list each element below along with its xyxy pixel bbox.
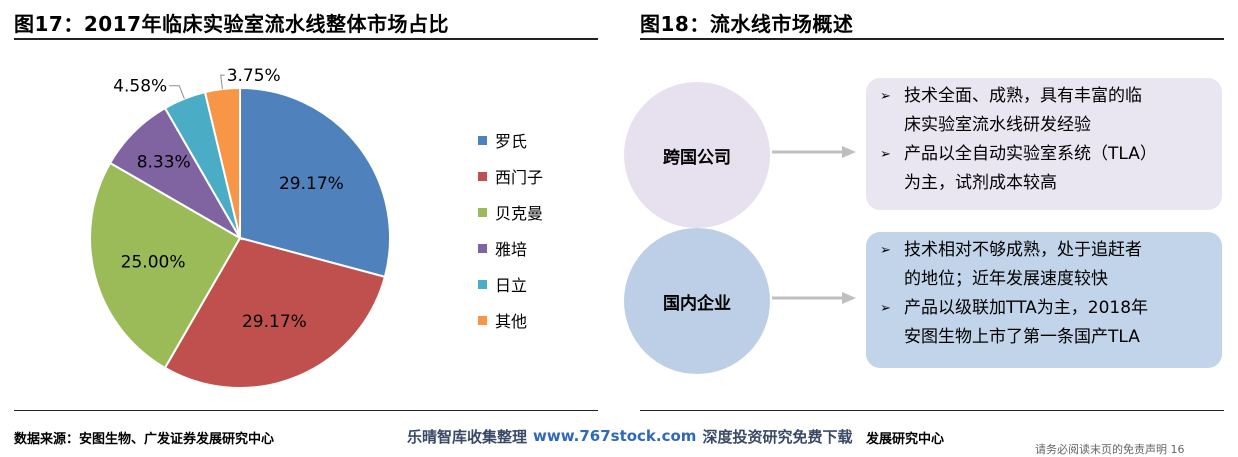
desc-text: 的地位；近年发展速度较快	[904, 269, 1108, 289]
legend-item-2: 西门子	[478, 158, 543, 194]
watermark-prefix: 乐晴智库收集整理	[407, 427, 528, 446]
bullet-arrow-icon	[880, 265, 904, 294]
legend-label: 西门子	[495, 168, 544, 187]
pie-data-label-6: 3.75%	[227, 66, 281, 86]
watermark-banner: 乐晴智库收集整理 www.767stock.com 深度投资研究免费下载	[403, 424, 863, 448]
right-title-rule	[640, 38, 1224, 40]
desc-text: 床实验室流水线研发经验	[904, 115, 1091, 135]
right-figure-title: 图18：流水线市场概述	[640, 12, 854, 36]
legend-item-5: 日立	[478, 266, 543, 302]
legend-label: 罗氏	[495, 132, 528, 151]
left-source-note: 数据来源：安图生物、广发证券发展研究中心	[14, 432, 275, 447]
chart-legend: 罗氏西门子贝克曼雅培日立其他	[478, 122, 543, 338]
bullet-arrow-icon	[880, 111, 904, 140]
pie-slice-1	[239, 86, 391, 279]
pie-leader-line-5	[169, 85, 185, 99]
page-note: 请务必阅读末页的免责声明 16	[1035, 443, 1185, 456]
desc-line: 床实验室流水线研发经验	[880, 111, 1210, 140]
legend-label: 雅培	[495, 240, 528, 259]
row2-arrow-icon	[772, 292, 856, 304]
desc-text: 技术相对不够成熟，处于追赶者	[904, 240, 1142, 260]
legend-item-4: 雅培	[478, 230, 543, 266]
desc-line: ➢ 产品以全自动实验室系统（TLA）	[880, 140, 1210, 169]
right-source-rule	[640, 410, 1224, 411]
multinational-label: 跨国公司	[663, 147, 731, 168]
watermark-url[interactable]: www.767stock.com	[533, 427, 697, 445]
bullet-arrow-icon: ➢	[880, 89, 891, 104]
legend-label: 日立	[495, 276, 528, 295]
right-source-note: 发展研究中心	[866, 432, 945, 447]
pie-slice-6	[203, 86, 241, 239]
bullet-arrow-icon	[880, 323, 904, 352]
left-figure-title: 图17：2017年临床实验室流水线整体市场占比	[14, 12, 449, 36]
bullet-arrow-icon	[880, 169, 904, 198]
left-source-rule	[14, 410, 598, 411]
pie-data-label-5: 4.58%	[113, 77, 167, 97]
pie-chart: 29.17% 29.17% 25.00% 8.33% 4.58% 3.75%	[89, 66, 391, 389]
multinational-circle: 跨国公司	[624, 82, 770, 228]
legend-item-3: 贝克曼	[478, 194, 543, 230]
legend-label: 其他	[495, 312, 528, 331]
legend-swatch	[478, 279, 487, 289]
pie-data-label-1: 29.17%	[279, 174, 344, 194]
row1-arrow-icon	[772, 146, 856, 158]
legend-swatch	[478, 207, 487, 217]
desc-line: ➢ 技术全面、成熟，具有丰富的临	[880, 82, 1210, 111]
pie-leader-line-6	[220, 74, 225, 90]
desc-text: 产品以级联加TTA为主，2018年	[904, 298, 1149, 318]
domestic-desc-box: ➢ 技术相对不够成熟，处于追赶者的地位；近年发展速度较快 ➢ 产品以级联加TTA为主，…	[866, 232, 1222, 368]
pie-data-label-2: 29.17%	[242, 312, 307, 332]
domestic-circle: 国内企业	[624, 228, 770, 374]
desc-line: 的地位；近年发展速度较快	[880, 265, 1210, 294]
bullet-arrow-icon: ➢	[880, 243, 891, 258]
legend-label: 贝克曼	[495, 204, 544, 223]
bullet-arrow-icon: ➢	[880, 147, 891, 162]
multinational-desc-box: ➢ 技术全面、成熟，具有丰富的临床实验室流水线研发经验 ➢ 产品以全自动实验室系统（T…	[866, 78, 1222, 210]
domestic-label: 国内企业	[663, 293, 731, 314]
legend-item-6: 其他	[478, 302, 543, 338]
left-title-rule	[14, 38, 598, 40]
desc-line: 为主，试剂成本较高	[880, 169, 1210, 198]
desc-text: 产品以全自动实验室系统（TLA）	[904, 144, 1157, 164]
legend-item-1: 罗氏	[478, 122, 543, 158]
desc-line: ➢ 技术相对不够成熟，处于追赶者	[880, 236, 1210, 265]
desc-line: ➢ 产品以级联加TTA为主，2018年	[880, 294, 1210, 323]
pie-data-label-3: 25.00%	[121, 252, 186, 272]
watermark-suffix: 深度投资研究免费下载	[702, 427, 853, 446]
pie-slice-3	[89, 161, 242, 370]
pie-data-label-4: 8.33%	[137, 153, 191, 173]
desc-text: 为主，试剂成本较高	[904, 173, 1057, 193]
legend-swatch	[478, 243, 487, 253]
bullet-arrow-icon: ➢	[880, 301, 891, 316]
pie-slice-2	[163, 236, 387, 389]
legend-swatch	[478, 135, 487, 145]
legend-swatch	[478, 171, 487, 181]
desc-text: 技术全面、成熟，具有丰富的临	[904, 86, 1142, 106]
desc-text: 安图生物上市了第一条国产TLA	[904, 327, 1140, 347]
legend-swatch	[478, 315, 487, 325]
desc-line: 安图生物上市了第一条国产TLA	[880, 323, 1210, 352]
